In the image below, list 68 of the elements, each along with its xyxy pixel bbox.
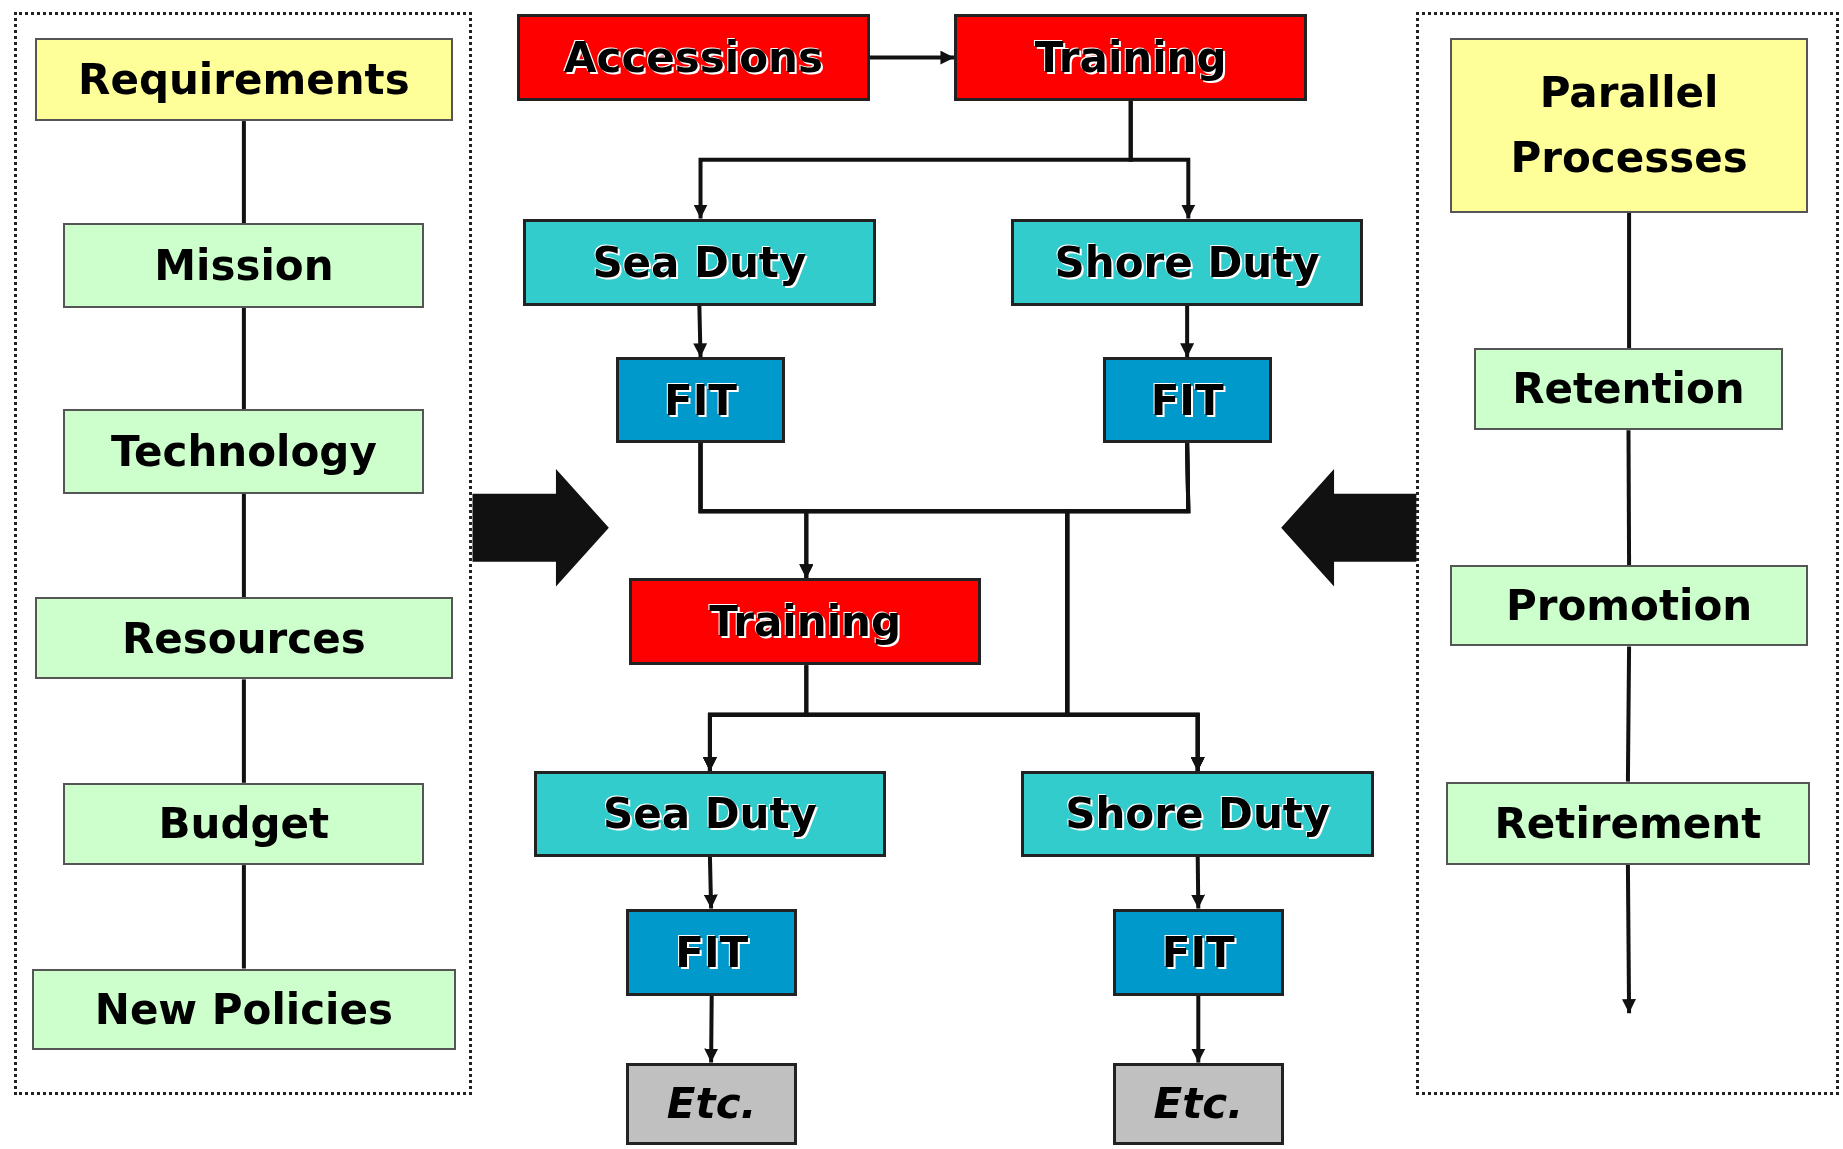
process-box (63, 409, 425, 494)
box-label: Training (709, 596, 901, 649)
connector-line (241, 679, 246, 783)
process-box (1021, 771, 1374, 857)
box-label: Sea Duty (602, 788, 817, 841)
process-box (1113, 908, 1284, 996)
box-label: Budget (158, 798, 330, 851)
process-box (1010, 218, 1364, 306)
dotted-group-panel (1416, 11, 1840, 1096)
box-label: FIT (1161, 926, 1235, 979)
box-label: FIT (675, 926, 749, 979)
connector-line (241, 865, 246, 969)
process-box (31, 968, 457, 1050)
connector-line (1627, 212, 1632, 348)
box-label: FIT (664, 374, 737, 427)
process-box (1445, 781, 1811, 866)
box-label: Shore Duty (1065, 788, 1331, 841)
box-label: Shore Duty (1054, 236, 1320, 289)
process-box (35, 597, 453, 680)
box-label: Requirements (78, 53, 410, 106)
arrow (804, 665, 1205, 772)
process-box (523, 218, 876, 306)
connector-line (1626, 430, 1632, 566)
block-arrow (1281, 469, 1417, 587)
connector-line (241, 307, 246, 410)
box-label: Technology (110, 425, 377, 478)
box-label: Sea Duty (592, 236, 807, 289)
box-label: FIT (1150, 374, 1224, 427)
box-label: Parallel Processes (1509, 67, 1749, 185)
process-box (615, 357, 786, 444)
box-label: Retention (1512, 363, 1745, 416)
process-box (1473, 347, 1784, 431)
etc-box (1113, 1062, 1284, 1145)
arrow (1128, 101, 1196, 219)
arrow (1180, 305, 1195, 358)
block-arrow (472, 469, 609, 587)
process-box (954, 14, 1307, 102)
connector-line (1625, 646, 1632, 782)
box-label: Resources (122, 612, 366, 665)
process-box (63, 782, 425, 866)
box-label: Training (1034, 32, 1227, 85)
etc-box (626, 1062, 797, 1145)
arrow (1191, 856, 1206, 909)
box-label: Accessions (564, 32, 823, 85)
process-box (1102, 357, 1272, 444)
process-box (35, 37, 453, 122)
process-box (628, 578, 982, 666)
process-box (517, 14, 870, 102)
box-label: Etc. (666, 1078, 757, 1131)
box-label: New Policies (94, 983, 393, 1036)
arrow (1621, 865, 1636, 1014)
connector-line (241, 121, 246, 224)
arrow (869, 50, 955, 65)
dotted-group-panel (14, 11, 473, 1096)
box-label: Mission (154, 240, 334, 293)
process-box (63, 223, 425, 308)
process-box (1450, 565, 1808, 647)
box-label: Retirement (1494, 797, 1762, 850)
process-box (1450, 37, 1808, 213)
arrow (703, 856, 718, 909)
arrow (704, 995, 719, 1063)
box-label: Etc. (1153, 1078, 1244, 1131)
arrow (1191, 995, 1206, 1063)
box-label: Promotion (1505, 580, 1753, 633)
process-box (533, 771, 887, 857)
arrow (693, 305, 708, 358)
connector-line (241, 493, 246, 598)
process-box (626, 908, 797, 996)
